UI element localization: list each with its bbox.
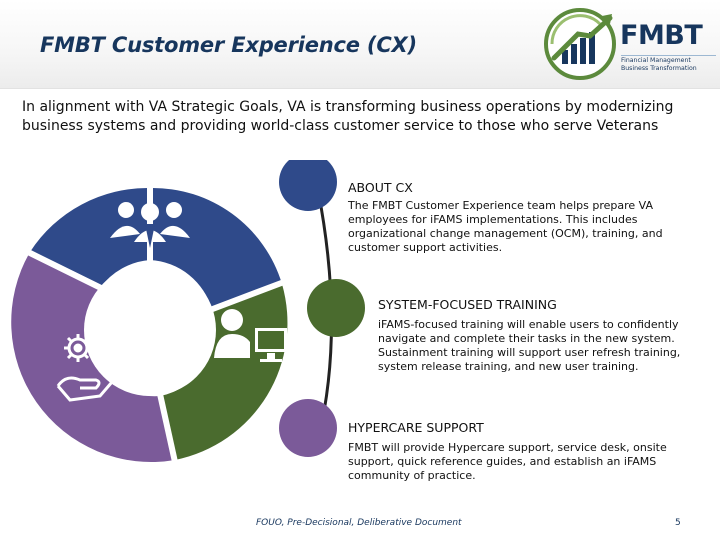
section-body-hypercare: FMBT will provide Hypercare support, ser…: [348, 441, 667, 482]
segment-about-cx: [150, 187, 282, 310]
section-heading-about-cx: ABOUT CX: [348, 180, 413, 195]
dot-training: [307, 279, 365, 337]
page-title: FMBT Customer Experience (CX): [40, 33, 417, 57]
cx-cycle-diagram: [11, 160, 365, 463]
section-body-about-cx: The FMBT Customer Experience team helps …: [348, 199, 663, 254]
people-group-icon: [110, 202, 190, 248]
section-heading-training: SYSTEM-FOCUSED TRAINING: [378, 297, 557, 312]
logo-tagline-line1: Financial Management: [621, 57, 691, 64]
intro-paragraph: In alignment with VA Strategic Goals, VA…: [22, 99, 674, 134]
gear-in-hand-icon: [56, 334, 114, 402]
dot-about-cx: [279, 160, 337, 211]
section-heading-hypercare: HYPERCARE SUPPORT: [348, 420, 484, 435]
page-number: 5: [675, 518, 681, 528]
user-at-computer-icon: [214, 309, 287, 362]
fmbt-logo: [544, 8, 616, 80]
footer-note: FOUO, Pre-Decisional, Deliberative Docum…: [256, 518, 462, 528]
logo-tagline: Financial Management Business Transforma…: [621, 55, 716, 73]
logo-tagline-line2: Business Transformation: [621, 65, 697, 72]
section-body-training: iFAMS-focused training will enable users…: [378, 318, 681, 373]
dot-hypercare: [279, 399, 337, 457]
logo-wordmark: FMBT: [620, 20, 703, 51]
